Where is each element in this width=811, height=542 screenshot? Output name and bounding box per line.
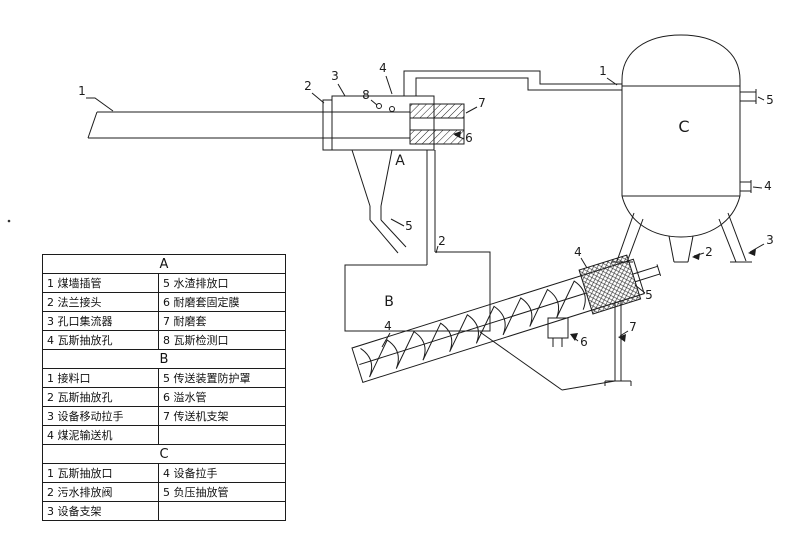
legend-cell [158,425,286,445]
leader-line [580,257,588,269]
leader-line [390,218,405,227]
legend-cell [158,501,286,521]
callout-fix-6: 6 [465,131,473,145]
leader-line [752,186,763,189]
junction-body [331,95,435,151]
gas-pipe-to-b: 2 [426,150,446,265]
legend-cell: 2 法兰接头 [42,292,159,312]
assembly-label-c: C [678,117,689,136]
leader-arrow [618,334,626,342]
callout-conv-4-bottom: 4 [384,319,392,333]
callout-bpipe-2: 2 [438,234,446,248]
gas-detect-port [389,106,395,112]
leader-line [385,75,393,95]
leader-arrow [692,253,700,260]
callout-cover-5: 5 [645,288,653,302]
leader-arrow [748,249,756,256]
callout-inlet-1: 1 [599,64,607,78]
legend-cell: 2 污水排放阀 [42,482,159,502]
coal-wall-pipe: 1 [78,84,332,139]
conveyor-support [479,301,632,391]
wear-sleeve-bottom [409,129,465,145]
leader-line [465,106,478,114]
callout-detect-8: 8 [362,88,370,102]
leader-line [86,97,114,112]
assembly-label-b: B [384,294,394,310]
legend-cell: 6 耐磨套固定膜 [158,292,286,312]
stray-mark [7,219,11,223]
leader-arrow [570,333,578,341]
callout-sleeve-7: 7 [478,96,486,110]
callout-valve-2: 2 [705,245,713,259]
legend-cell: 5 水渣排放口 [158,273,286,293]
vessel-dome [621,34,741,81]
legend-cell: 6 溢水管 [158,387,286,407]
leader-line [311,92,325,104]
vessel-c: C 5 4 2 3 [611,34,774,263]
legend-cell: 7 耐磨套 [158,311,286,331]
screw-auger [360,280,586,378]
screw-conveyor [351,254,662,383]
conveyor-callouts: 4 5 4 6 7 [381,245,653,349]
legend-cell: 2 瓦斯抽放孔 [42,387,159,407]
container-b: B [344,251,491,332]
leader-arrow [453,131,461,138]
drive-guard-cover [578,254,642,315]
callout-drain-5: 5 [405,219,413,233]
legend-cell: 5 负压抽放管 [158,482,286,502]
gas-detect-port [376,103,382,109]
callout-flange-2: 2 [304,79,312,93]
callout-suction-5: 5 [766,93,774,107]
leader-line [337,83,346,97]
transfer-pipe: 1 [403,64,622,96]
legend-cell: 7 传送机支架 [158,406,286,426]
leader-line [619,330,629,337]
callout-collector-3: 3 [331,69,339,83]
callout-support-7: 7 [629,320,637,334]
vessel-bottom [621,195,741,238]
legend-cell: 4 设备拉手 [158,463,286,483]
support-brace [479,331,616,391]
legend-header-a: A [42,254,286,274]
leader-line [634,284,646,294]
legend-header-b: B [42,349,286,369]
vessel-nozzles [740,89,757,193]
callout-hole-4: 4 [379,61,387,75]
callout-overflow-6: 6 [580,335,588,349]
legend-cell: 3 设备支架 [42,501,159,521]
assembly-label-a: A [395,153,405,169]
callout-handle-4: 4 [764,179,772,193]
wear-sleeve-top [409,103,465,119]
legend-cell: 1 煤墙插管 [42,273,159,293]
leader-line [381,332,391,348]
legend-cell: 1 接料口 [42,368,159,388]
callout-stand-3: 3 [766,233,774,247]
legend-cell: 5 传送装置防护罩 [158,368,286,388]
legend-cell: 8 瓦斯检测口 [158,330,286,350]
leader-line [606,77,618,86]
junction-assembly-a: 2 3 4 8 7 6 A [304,61,486,169]
leader-line [757,96,765,101]
callout-pipe-1: 1 [78,84,86,98]
legend-cell: 3 设备移动拉手 [42,406,159,426]
vessel-shell [621,80,741,197]
legend-cell: 3 孔口集流器 [42,311,159,331]
legend-cell: 1 瓦斯抽放口 [42,463,159,483]
overflow-pipe [547,317,569,347]
slag-funnel: 5 [351,149,413,254]
legend-cell: 4 煤泥输送机 [42,425,159,445]
legend-header-c: C [42,444,286,464]
callout-conv-4-top: 4 [574,245,582,259]
conveyor-trough [351,258,645,383]
leader-line [370,99,378,106]
vessel-legs [611,212,752,263]
legend-cell: 4 瓦斯抽放孔 [42,330,159,350]
leader-line [749,243,765,253]
shaft-extension [632,264,662,283]
flange [322,99,333,151]
